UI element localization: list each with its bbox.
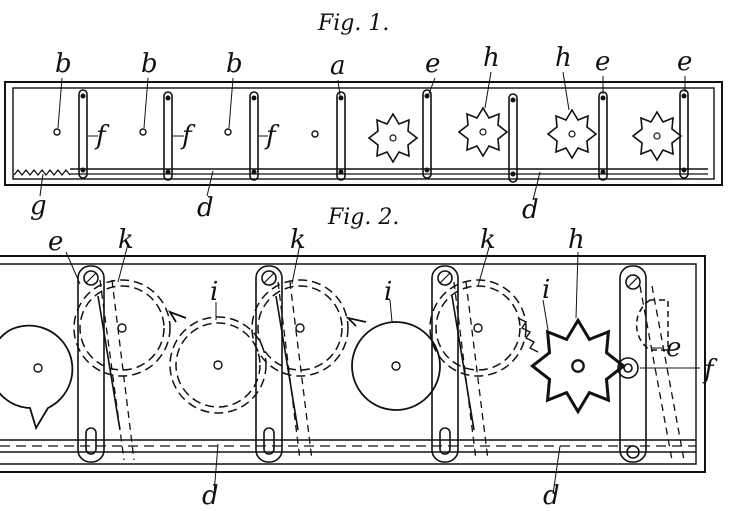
fig2-label-i1: i bbox=[210, 277, 218, 307]
fig1-label-f2: f bbox=[180, 121, 196, 151]
fig1-label-h2: h bbox=[555, 43, 572, 73]
fig1-label-e2: e bbox=[595, 47, 610, 77]
fig1-star-wheel-1 bbox=[368, 113, 418, 163]
fig1-pivot-3 bbox=[224, 128, 232, 136]
fig1-slot-lever-8 bbox=[679, 89, 689, 179]
fig1-inner-frame bbox=[12, 87, 715, 180]
fig1-caption: Fig. 1. bbox=[317, 11, 389, 36]
fig1-star-wheel-3 bbox=[547, 109, 597, 159]
fig2-label-e2: e bbox=[666, 333, 681, 363]
fig2-label-k1: k bbox=[118, 225, 134, 255]
fig1-label-a: a bbox=[330, 51, 346, 81]
fig1-label-f1: f bbox=[94, 121, 110, 151]
fig2-label-i3: i bbox=[542, 275, 550, 305]
fig2-wheel-i1 bbox=[169, 316, 267, 414]
fig1-label-e3: e bbox=[677, 47, 692, 77]
fig2-lever-3 bbox=[431, 265, 459, 463]
fig1-rack-g bbox=[13, 168, 71, 177]
fig1-label-e1: e bbox=[425, 49, 440, 79]
fig1-pivot-1 bbox=[53, 128, 61, 136]
fig1-slot-lever-2 bbox=[163, 91, 173, 181]
fig2-caption: Fig. 2. bbox=[327, 205, 399, 230]
fig2-wheel-k3 bbox=[429, 279, 527, 377]
fig1-label-d1: d bbox=[197, 193, 214, 223]
fig1-slot-lever-7 bbox=[598, 91, 608, 181]
fig1-label-g: g bbox=[30, 191, 47, 221]
fig1-slot-lever-3 bbox=[249, 91, 259, 181]
fig1-label-f3: f bbox=[264, 121, 280, 151]
fig2-disc-i2 bbox=[351, 321, 441, 411]
fig2-inner-frame bbox=[0, 263, 697, 465]
fig1-label-h1: h bbox=[483, 43, 500, 73]
fig2-label-d1: d bbox=[202, 481, 219, 511]
fig2-detent-e bbox=[635, 299, 669, 351]
fig2-lever-4 bbox=[619, 265, 647, 463]
fig1-star-wheel-4 bbox=[632, 111, 682, 161]
fig2-label-h: h bbox=[568, 225, 585, 255]
fig2-frame bbox=[0, 255, 706, 473]
fig1-star-wheel-2 bbox=[458, 107, 508, 157]
fig2-label-k2: k bbox=[290, 225, 306, 255]
fig1-pivot-4 bbox=[311, 130, 319, 138]
fig2-star-wheel-h bbox=[530, 318, 626, 414]
fig1-label-b2: b bbox=[141, 49, 158, 79]
fig2-lever-1 bbox=[77, 265, 105, 463]
fig1-slot-lever-1 bbox=[78, 89, 88, 179]
fig2-label-d2: d bbox=[543, 481, 560, 511]
fig2-label-k3: k bbox=[480, 225, 496, 255]
fig2-label-i2: i bbox=[384, 277, 392, 307]
fig2-gear-teeth bbox=[517, 317, 539, 353]
fig2-label-e1: e bbox=[48, 227, 63, 257]
fig2-lever-2 bbox=[255, 265, 283, 463]
fig1-pivot-2 bbox=[139, 128, 147, 136]
fig1-slot-lever-4 bbox=[336, 91, 346, 181]
fig1-slot-lever-5 bbox=[422, 89, 432, 179]
fig2-label-f: f bbox=[702, 355, 718, 385]
figure-1: Fig. 1. bbox=[4, 11, 723, 225]
fig2-wheel-k1 bbox=[73, 279, 171, 377]
fig1-label-d2: d bbox=[522, 195, 539, 225]
fig1-label-b1: b bbox=[55, 49, 72, 79]
fig2-wheel-k2 bbox=[251, 279, 349, 377]
fig1-frame bbox=[4, 81, 723, 186]
fig2-disc-left bbox=[0, 324, 74, 431]
figure-2: Fig. 2. bbox=[0, 205, 718, 511]
fig1-label-b3: b bbox=[226, 49, 243, 79]
